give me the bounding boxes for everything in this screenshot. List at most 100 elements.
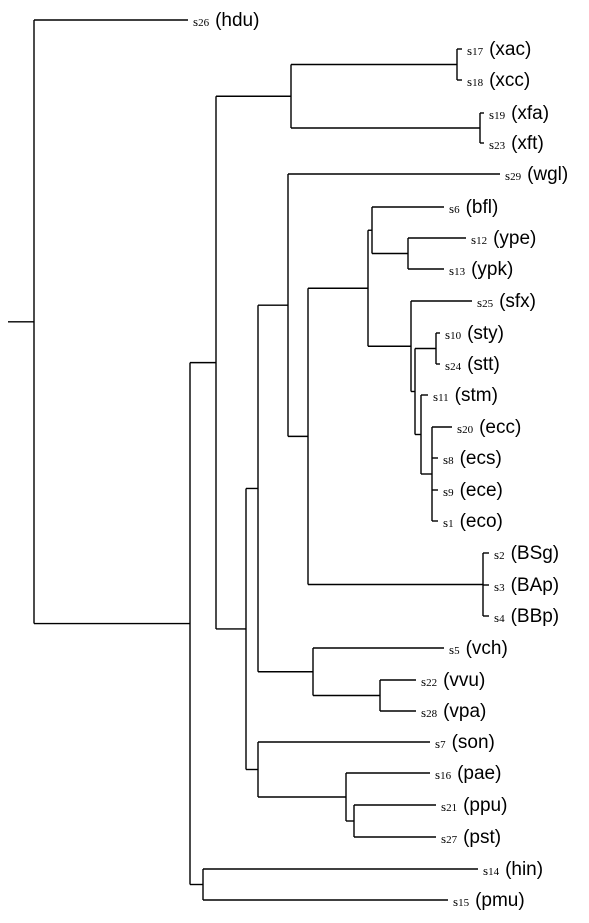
- leaf-species-code: (hin): [505, 859, 543, 880]
- leaf-label-s13: s13 (ypk): [449, 259, 513, 280]
- leaf-number: 28: [426, 708, 438, 720]
- leaf-label-s2: s2 (BSg): [494, 543, 559, 564]
- leaf-prefix: s: [421, 705, 426, 720]
- leaf-label-s28: s28(vpa): [421, 701, 486, 722]
- leaf-species-code: (BAp): [511, 575, 560, 596]
- leaf-species-code: (son): [452, 732, 495, 753]
- leaf-prefix: s: [443, 484, 448, 499]
- leaf-label-s5: s5 (vch): [449, 638, 508, 659]
- leaf-prefix: s: [435, 767, 440, 782]
- leaf-prefix: s: [449, 263, 454, 278]
- leaf-species-code: (stm): [455, 385, 498, 406]
- leaf-number: 6: [454, 204, 460, 216]
- leaf-prefix: s: [449, 201, 454, 216]
- leaf-label-s14: s14 (hin): [483, 859, 543, 880]
- leaf-number: 9: [448, 487, 454, 499]
- leaf-prefix: s: [489, 137, 494, 152]
- leaf-species-code: (hdu): [215, 10, 259, 31]
- leaf-number: 21: [446, 802, 457, 814]
- leaf-prefix: s: [467, 74, 472, 89]
- leaf-label-s24: s24 (stt): [445, 354, 500, 375]
- leaf-label-s27: s27 (pst): [441, 827, 501, 848]
- leaf-number: 24: [450, 361, 462, 373]
- leaf-label-s17: s17(xac): [467, 39, 531, 60]
- leaf-number: 4: [499, 613, 505, 625]
- leaf-label-s21: s21(ppu): [441, 795, 507, 816]
- leaf-prefix: s: [494, 610, 499, 625]
- leaf-species-code: (sfx): [499, 291, 536, 312]
- leaf-label-s12: s12(ype): [471, 228, 536, 249]
- leaf-species-code: (sty): [467, 323, 504, 344]
- leaf-species-code: (ecs): [460, 448, 502, 469]
- leaf-number: 2: [499, 550, 505, 562]
- leaf-number: 17: [472, 46, 484, 58]
- leaf-prefix: s: [494, 547, 499, 562]
- leaf-label-s6: s6 (bfl): [449, 197, 498, 218]
- leaf-label-s8: s8 (ecs): [443, 448, 502, 469]
- leaf-species-code: (vvu): [443, 670, 485, 691]
- leaf-species-code: (pmu): [475, 890, 525, 911]
- leaf-label-s10: s10 (sty): [445, 323, 504, 344]
- leaf-label-s11: s11 (stm): [433, 385, 498, 406]
- leaf-label-s22: s22 (vvu): [421, 670, 485, 691]
- leaf-species-code: (vch): [466, 638, 508, 659]
- leaf-number: 16: [440, 770, 452, 782]
- leaf-label-s23: s23 (xft): [489, 133, 544, 154]
- leaf-number: 18: [472, 77, 484, 89]
- leaf-prefix: s: [453, 894, 458, 909]
- leaf-prefix: s: [445, 358, 450, 373]
- leaf-number: 11: [438, 392, 449, 404]
- leaf-species-code: (xft): [511, 133, 544, 154]
- leaf-prefix: s: [441, 831, 446, 846]
- leaf-prefix: s: [193, 14, 198, 29]
- leaf-species-code: (ece): [460, 480, 503, 501]
- leaf-prefix: s: [457, 421, 462, 436]
- leaf-number: 13: [454, 266, 466, 278]
- leaf-species-code: (stt): [467, 354, 500, 375]
- leaf-prefix: s: [435, 736, 440, 751]
- leaf-prefix: s: [445, 327, 450, 342]
- leaf-species-code: (pae): [457, 763, 501, 784]
- leaf-number: 15: [458, 897, 470, 909]
- leaf-number: 8: [448, 455, 454, 467]
- leaf-number: 29: [510, 171, 522, 183]
- leaf-number: 27: [446, 834, 458, 846]
- leaf-species-code: (ypk): [471, 259, 513, 280]
- leaf-number: 22: [426, 677, 437, 689]
- tree-leaf-labels: s26(hdu)s17(xac)s18(xcc)s19(xfa)s23(xft)…: [193, 10, 568, 911]
- leaf-species-code: (bfl): [466, 197, 499, 218]
- leaf-label-s18: s18(xcc): [467, 70, 530, 91]
- leaf-number: 14: [488, 866, 500, 878]
- leaf-label-s1: s1(eco): [443, 511, 503, 532]
- leaf-number: 20: [462, 424, 474, 436]
- leaf-prefix: s: [443, 515, 448, 530]
- leaf-label-s20: s20(ecc): [457, 417, 521, 438]
- leaf-prefix: s: [483, 863, 488, 878]
- leaf-species-code: (BSg): [511, 543, 560, 564]
- leaf-label-s9: s9 (ece): [443, 480, 503, 501]
- leaf-number: 5: [454, 645, 460, 657]
- leaf-label-s29: s29(wgl): [505, 164, 568, 185]
- leaf-label-s26: s26(hdu): [193, 10, 259, 31]
- leaf-number: 23: [494, 140, 506, 152]
- leaf-prefix: s: [489, 107, 494, 122]
- leaf-prefix: s: [421, 674, 426, 689]
- leaf-prefix: s: [441, 799, 446, 814]
- leaf-number: 10: [450, 330, 462, 342]
- leaf-label-s25: s25 (sfx): [477, 291, 536, 312]
- leaf-species-code: (wgl): [527, 164, 568, 185]
- leaf-label-s7: s7 (son): [435, 732, 495, 753]
- leaf-prefix: s: [443, 452, 448, 467]
- leaf-number: 19: [494, 110, 506, 122]
- leaf-species-code: (BBp): [511, 606, 560, 627]
- leaf-number: 7: [440, 739, 446, 751]
- leaf-label-s19: s19 (xfa): [489, 103, 549, 124]
- leaf-prefix: s: [449, 642, 454, 657]
- leaf-prefix: s: [433, 389, 438, 404]
- leaf-number: 25: [482, 298, 494, 310]
- leaf-number: 12: [476, 235, 487, 247]
- leaf-species-code: (pst): [463, 827, 501, 848]
- leaf-prefix: s: [477, 295, 482, 310]
- leaf-species-code: (xfa): [511, 103, 549, 124]
